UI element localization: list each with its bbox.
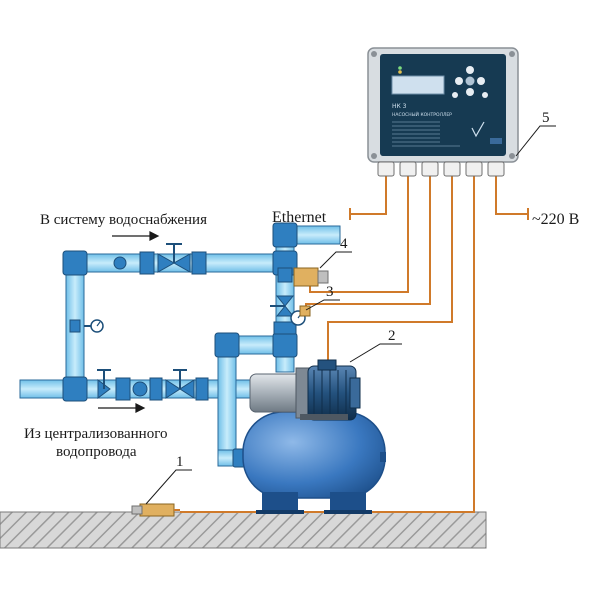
controller-keypad — [452, 66, 488, 98]
upper-valve-group — [113, 243, 207, 275]
cable-sensor-4 — [309, 176, 409, 293]
brand-logo-icon — [471, 121, 485, 138]
cable-motor-2 — [327, 176, 453, 368]
controller-display — [391, 75, 445, 95]
pressure-gauge-icon — [69, 319, 104, 333]
label-to-supply: В систему водоснабжения — [40, 212, 207, 228]
label-from-main-1: Из централизованного — [24, 426, 167, 442]
controller-model: НК 3 — [392, 103, 407, 110]
flow-arrows — [98, 231, 160, 413]
power-cable — [495, 176, 528, 215]
callout-4: 4 — [340, 236, 348, 252]
pipe-joints — [62, 222, 298, 468]
controller-cabinet: НК 3 НАСОСНЫЙ КОНТРОЛЛЕР — [367, 47, 519, 177]
callout-3: 3 — [326, 284, 334, 300]
pump-unit — [249, 359, 361, 421]
sensor-1 — [131, 503, 180, 517]
leader-5 — [515, 125, 556, 157]
label-ethernet: Ethernet — [272, 209, 327, 226]
leader-4 — [319, 251, 352, 269]
label-power: ~220 В — [532, 211, 579, 228]
label-from-main-2: водопровода — [56, 444, 137, 460]
cable-end-ticks — [349, 208, 529, 220]
controller-subtitle: НАСОСНЫЙ КОНТРОЛЛЕР — [392, 111, 452, 118]
callout-2: 2 — [388, 328, 396, 344]
ground — [0, 511, 487, 549]
inlet-valve-group — [97, 369, 209, 401]
sensor-3 — [290, 305, 311, 326]
callout-5: 5 — [542, 110, 550, 126]
controller-legend-lines — [392, 121, 460, 147]
pressure-sensor-4 — [293, 267, 329, 287]
leader-2 — [349, 343, 402, 363]
leader-3 — [305, 299, 340, 311]
cable-glands — [377, 161, 505, 177]
brand-badge — [490, 138, 502, 144]
pressure-tank — [242, 411, 386, 514]
leader-1 — [145, 469, 192, 505]
riser-fittings — [270, 267, 297, 335]
callout-leaders — [145, 125, 556, 505]
callout-1: 1 — [176, 454, 184, 470]
ethernet-cable — [350, 176, 387, 215]
